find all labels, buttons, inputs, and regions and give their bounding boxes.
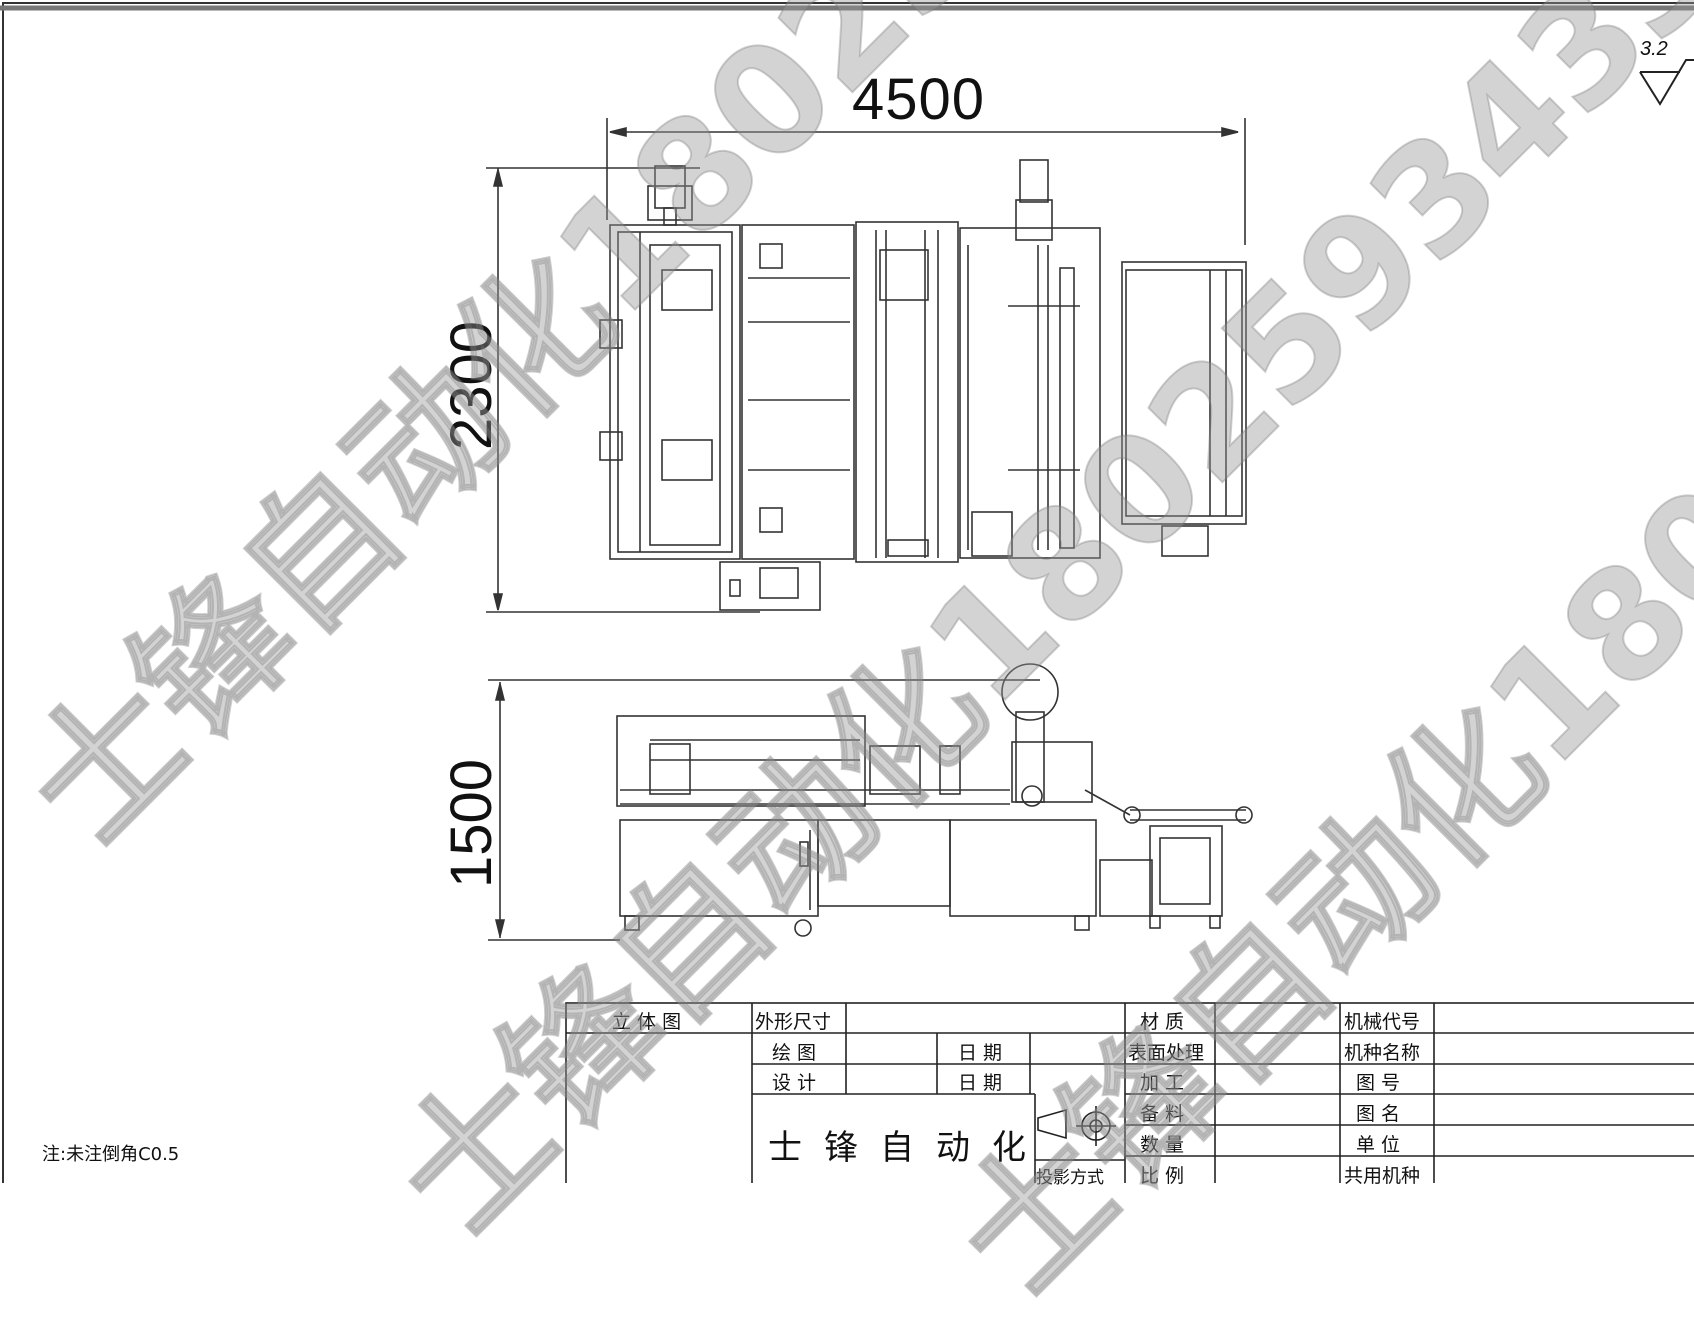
width-dimension: 4500 [852,67,986,132]
scale-label: 比 例 [1140,1165,1185,1187]
quantity-label: 数 量 [1140,1134,1185,1156]
surface-roughness-value: 3.2 [1640,38,1668,60]
sheet-border [0,2,1694,1183]
machine-code-label: 机械代号 [1344,1011,1421,1033]
material-label: 材 质 [1140,1011,1185,1033]
top-view [486,118,1247,613]
shared-model-label: 共用机种 [1344,1165,1421,1187]
projection-symbol [1037,1106,1116,1146]
designed-label: 设 计 [772,1072,817,1094]
roughness-symbol [1639,59,1694,106]
iso-view-label: 立 体 图 [612,1011,682,1033]
side-view-height-dimension: 1500 [439,758,504,888]
chamfer-note: 注:未注倒角C0.5 [42,1144,180,1165]
stock-label: 备 料 [1140,1103,1185,1125]
date-label-1: 日 期 [958,1042,1003,1064]
surface-treatment-label: 表面处理 [1128,1042,1205,1064]
projection-label: 投影方式 [1036,1168,1104,1188]
top-view-height-dimension: 2300 [439,320,504,450]
unit-label: 单 位 [1356,1134,1401,1156]
company-name: 士锋自动化 [768,1128,1048,1168]
title-block-grid [565,1002,1694,1183]
drawing-name-label: 图 名 [1356,1103,1401,1125]
drawing-sheet [0,2,1694,1183]
side-view [488,663,1253,941]
machine-name-label: 机种名称 [1344,1042,1421,1064]
drawing-number-label: 图 号 [1356,1072,1401,1094]
drawn-label: 绘 图 [772,1042,817,1064]
machining-label: 加 工 [1140,1072,1185,1094]
overall-size-label: 外形尺寸 [755,1011,832,1033]
date-label-2: 日 期 [958,1072,1003,1094]
